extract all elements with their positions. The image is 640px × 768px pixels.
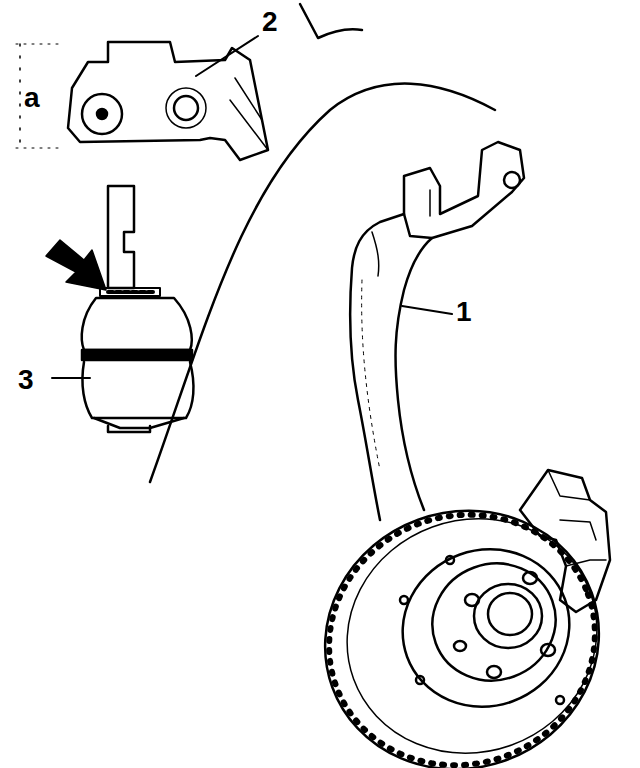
- brake-disc: [289, 473, 636, 768]
- inset-boundary: [150, 84, 495, 482]
- bracket-inset: [16, 42, 268, 160]
- pointer-arrow: [46, 240, 106, 290]
- steering-knuckle: [350, 142, 524, 520]
- callout-label: 3: [18, 366, 34, 394]
- callout-label: 2: [262, 8, 278, 36]
- inset-boundary: [300, 4, 362, 38]
- callout-label: a: [24, 84, 40, 112]
- ball-joint: [82, 186, 194, 432]
- leader-line: [402, 306, 452, 314]
- leader-line: [52, 377, 90, 379]
- leader-line: [196, 36, 258, 76]
- callout-label: 1: [456, 298, 472, 326]
- brake-caliper: [520, 470, 610, 612]
